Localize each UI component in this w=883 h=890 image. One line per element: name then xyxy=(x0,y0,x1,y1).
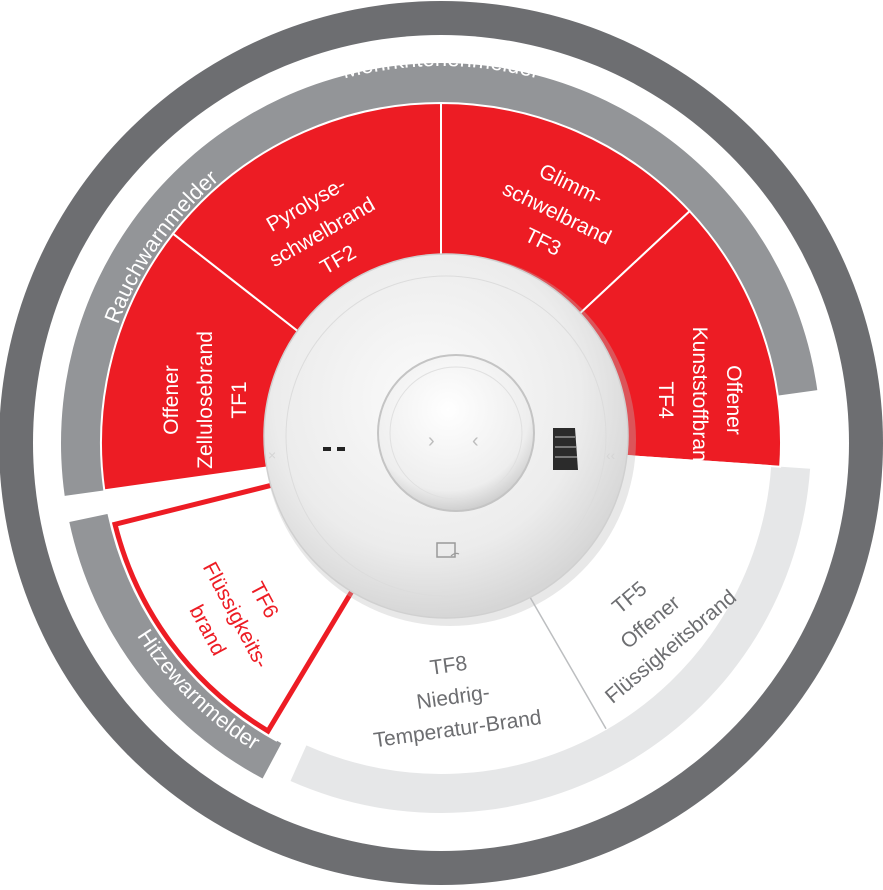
tf4-line-1: Offener xyxy=(722,365,745,435)
svg-text:›: › xyxy=(428,430,435,452)
svg-text:‹‹: ‹‹ xyxy=(606,447,616,463)
tf8-line-1: TF8 xyxy=(429,652,469,680)
tf1-line-2: Zellulosebrand xyxy=(194,331,217,469)
svg-text:‹: ‹ xyxy=(472,430,479,452)
segment-label-tf4: Offener Kunststoffbrand TF4 xyxy=(654,327,745,474)
heat-ring xyxy=(69,513,282,779)
tf1-line-1: Offener xyxy=(160,365,183,435)
tf4-line-3: TF4 xyxy=(654,381,677,419)
smoke-detector-icon: › ‹ × ‹‹ xyxy=(263,253,636,626)
tf4-line-2: Kunststoffbrand xyxy=(688,327,711,474)
segment-label-tf1: Offener Zellulosebrand TF1 xyxy=(160,331,251,469)
svg-text:×: × xyxy=(268,447,276,463)
separator-tf5-tf8 xyxy=(520,581,607,730)
tf1-line-3: TF1 xyxy=(228,381,251,418)
